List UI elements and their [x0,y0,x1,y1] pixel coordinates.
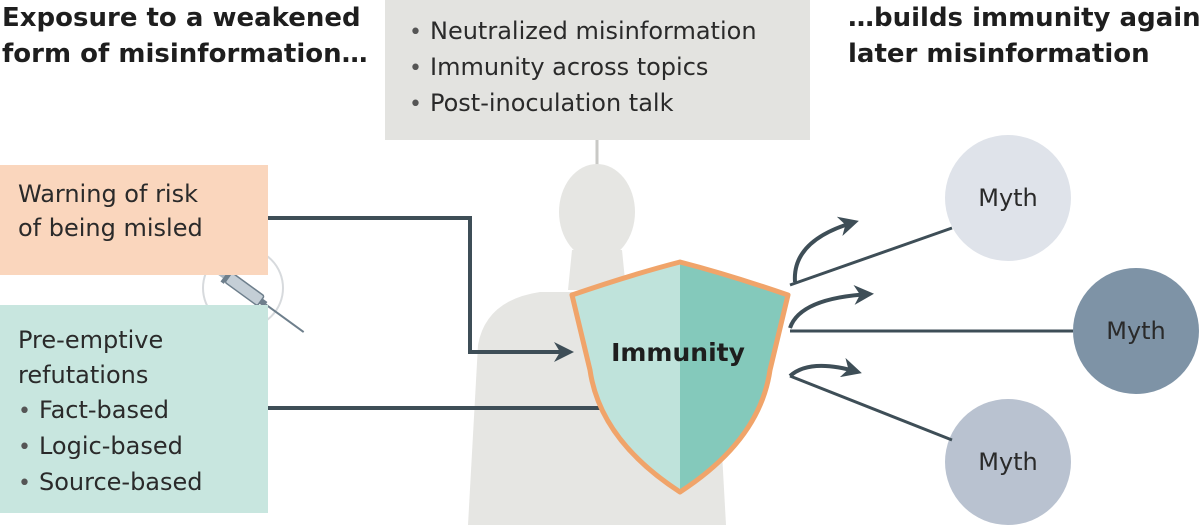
bullet-icon: • [409,20,422,45]
myth-circle-1 [945,135,1071,261]
bullet-icon: • [18,399,31,424]
right-heading-line2: later misinformation [848,39,1150,69]
warning-arrow [268,216,574,362]
refutation-line2: refutations [18,361,149,389]
list-item-label: Fact-based [38,396,170,424]
warning-line1: Warning of risk [18,180,198,208]
list-item: • Neutralized misinformation [409,14,810,50]
list-item-label: Neutralized misinformation [429,17,757,45]
bullet-icon: • [18,435,31,460]
bullet-icon: • [409,56,422,81]
list-item-label: Immunity across topics [429,53,709,81]
warning-box: Warning of risk of being misled [0,165,268,275]
right-heading-line1: …builds immunity against [848,3,1200,33]
bullet-icon: • [409,92,422,117]
list-item-label: Post-inoculation talk [429,89,674,117]
list-item: • Source-based [18,465,268,501]
left-heading-line1: Exposure to a weakened [2,3,361,33]
left-heading: Exposure to a weakened form of misinform… [2,0,382,72]
warning-line2: of being misled [18,214,203,242]
myth-1-line [789,226,953,287]
myth-circle-3 [945,399,1071,525]
list-item: • Fact-based [18,393,268,429]
myth-3-line [789,374,953,442]
deflect-arrow-2 [788,284,874,329]
myth-circle-2 [1073,268,1199,394]
list-item-label: Logic-based [38,432,183,460]
left-heading-line2: form of misinformation… [2,39,368,69]
shield-label: Immunity [611,338,745,367]
refutation-line1: Pre-emptive [18,326,164,354]
myth-label-1: Myth [978,184,1038,212]
myth-label-3: Myth [978,448,1038,476]
deflect-arrow-3 [788,357,862,378]
list-item: • Post-inoculation talk [409,86,810,122]
right-heading: …builds immunity against later misinform… [848,0,1200,72]
list-item: • Immunity across topics [409,50,810,86]
refutation-box: Pre-emptive refutations • Fact-based • Log… [0,305,268,513]
inoculation-effects-box: • Neutralized misinformation • Immunity ac… [385,0,810,140]
shield-icon [569,259,791,495]
list-item: • Logic-based [18,429,268,465]
bullet-icon: • [18,471,31,496]
myth-label-2: Myth [1106,317,1166,345]
deflect-arrow-1 [792,216,859,283]
list-item-label: Source-based [38,468,203,496]
